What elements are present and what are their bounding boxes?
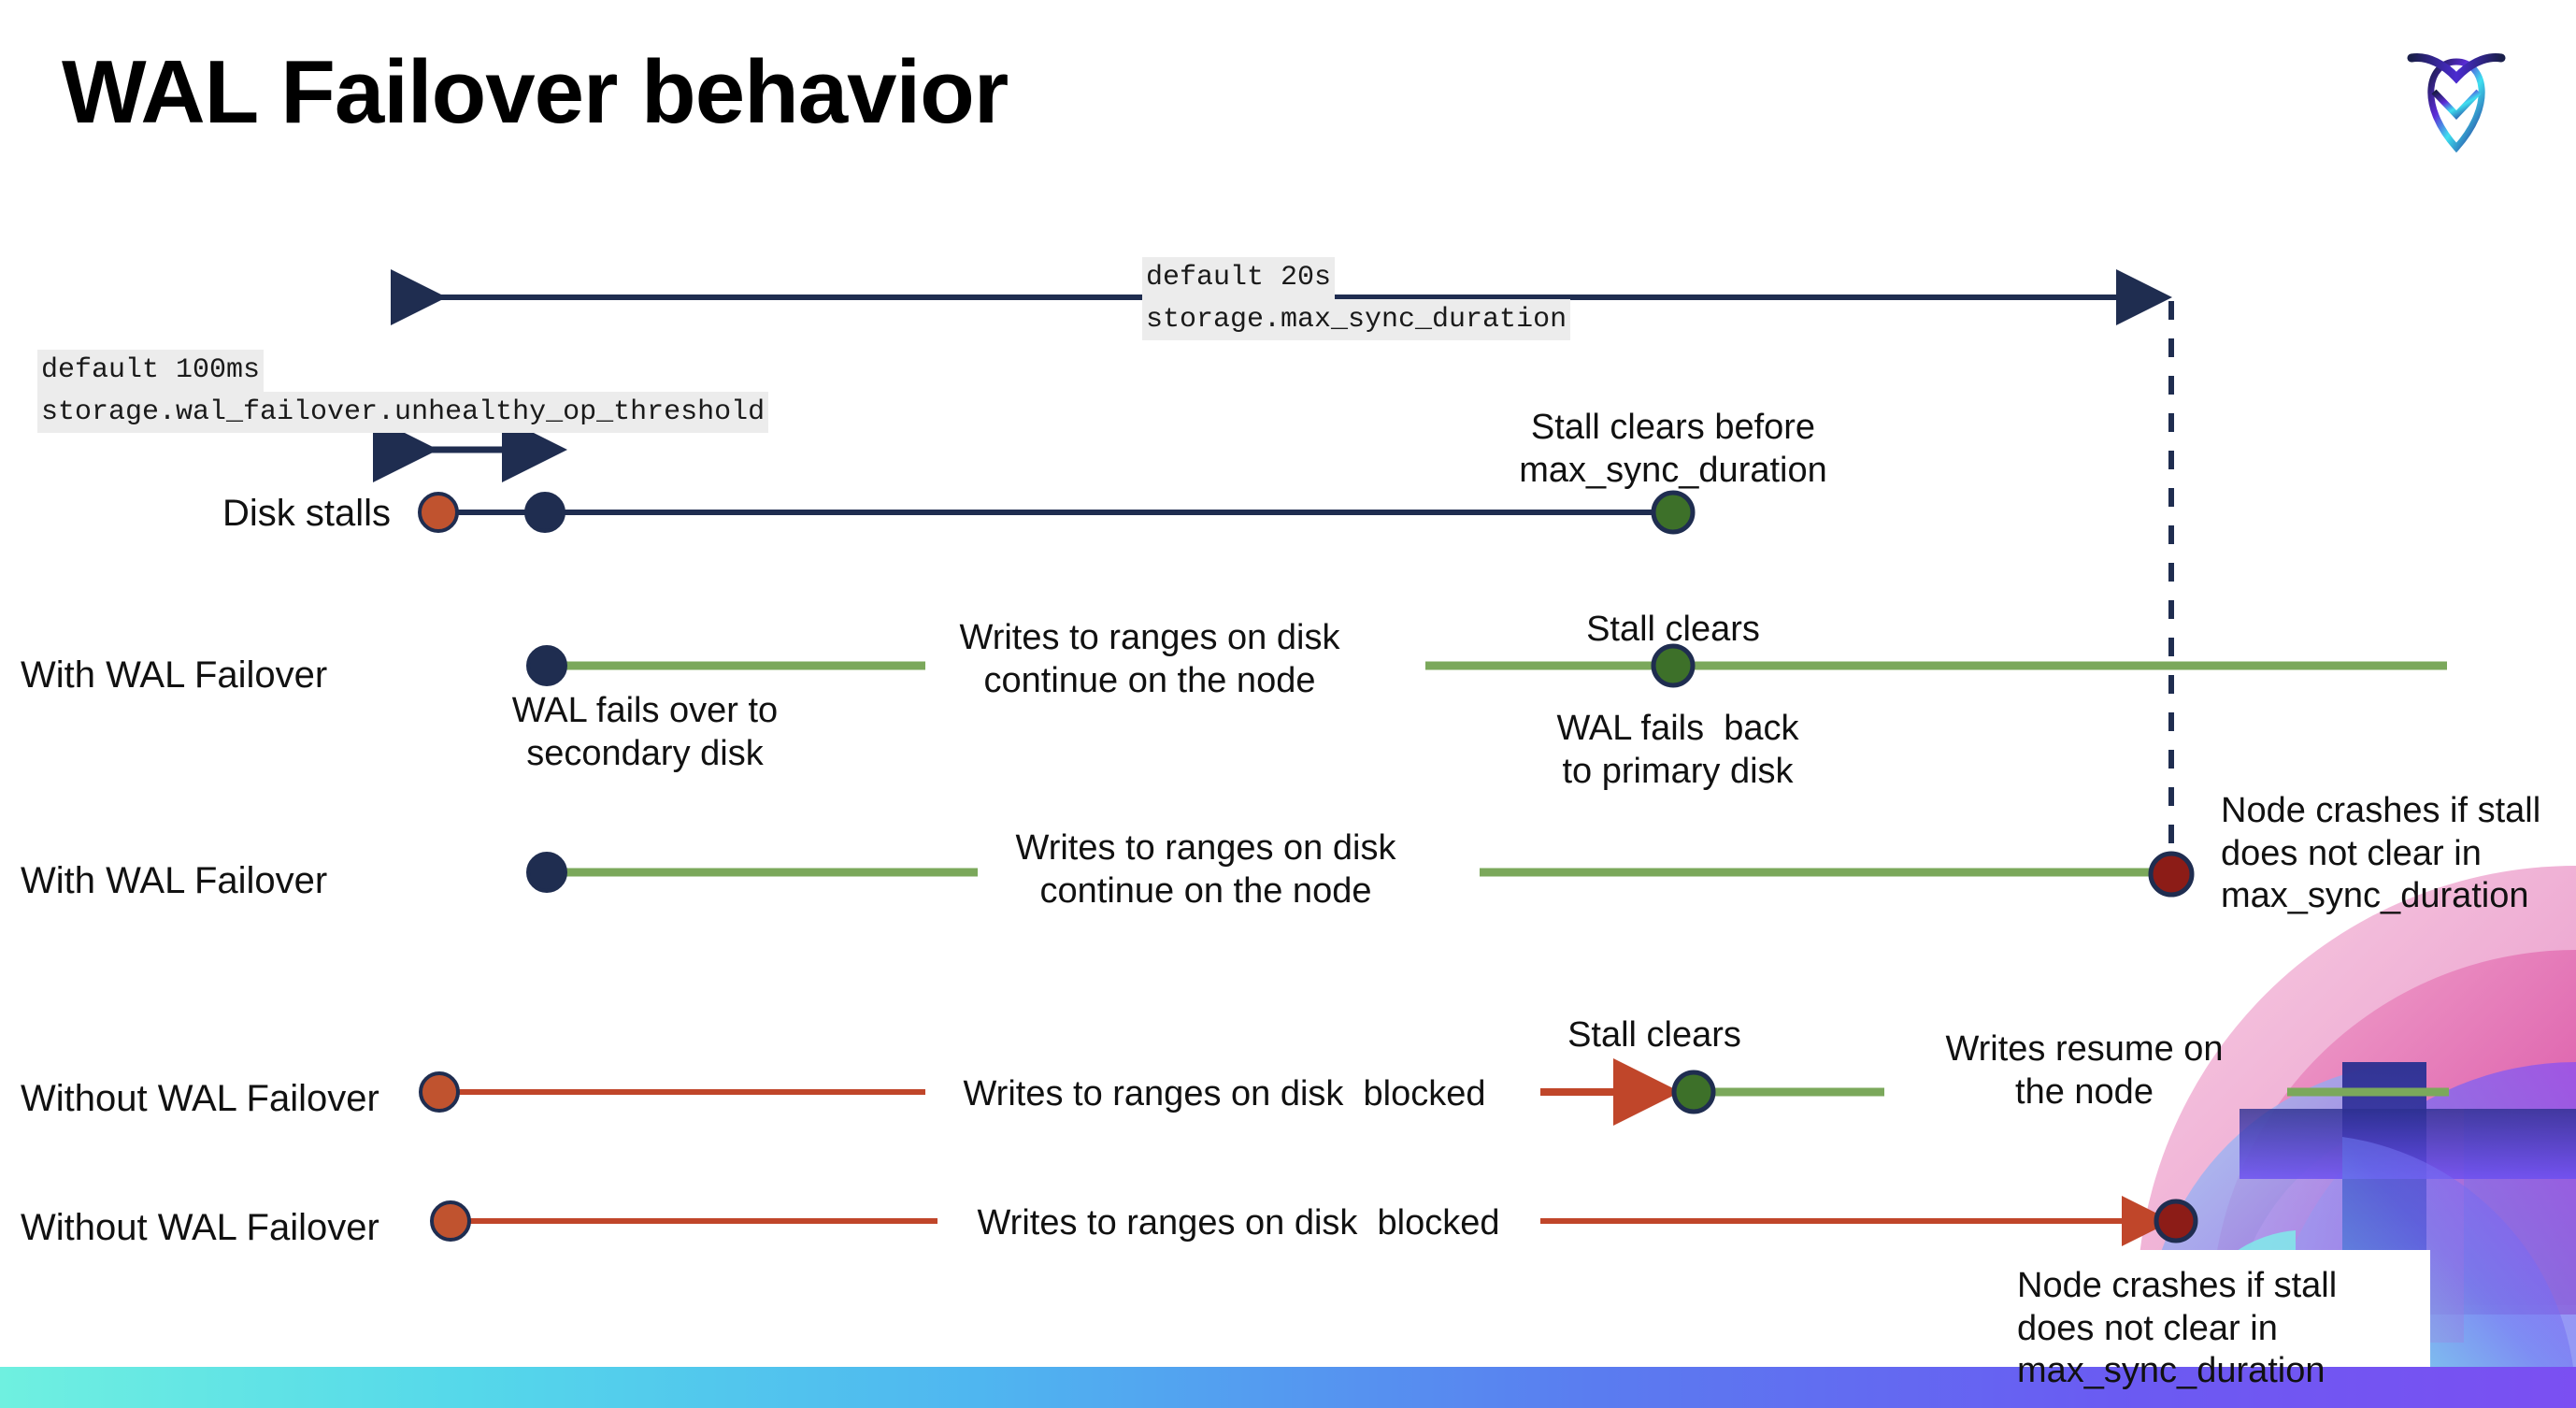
annotation-node-crashes-2: Node crashes if stall does not clear in … [2017, 1266, 2338, 1391]
marker-stall-start-3 [430, 1200, 471, 1242]
annotation-writes-resume: Writes resume on the node [1945, 1029, 2224, 1112]
annotation-writes-blocked-2: Writes to ranges on disk blocked [977, 1203, 1500, 1243]
row-label-without-wal-failover-2: Without WAL Failover [21, 1207, 379, 1248]
max-sync-default-label: default 20s [1142, 257, 1336, 299]
bottom-gradient-bar [0, 1367, 2576, 1408]
marker-wal-failover-start-2 [526, 852, 567, 893]
row-label-with-wal-failover-1: With WAL Failover [21, 654, 328, 696]
unhealthy-op-setting-name: storage.wal_failover.unhealthy_op_thresh… [37, 391, 769, 434]
unhealthy-op-threshold-annotation: default 100ms storage.wal_failover.unhea… [37, 350, 769, 434]
marker-stall-start [418, 492, 459, 533]
row-with-wal-failover-1-track [526, 643, 2447, 688]
row-label-disk-stalls: Disk stalls [222, 493, 392, 534]
annotation-stall-clears-1: Stall clears [1586, 610, 1760, 649]
row-without-wal-failover-2-track [430, 1196, 2198, 1246]
row-label-without-wal-failover-1: Without WAL Failover [21, 1078, 379, 1119]
annotation-stall-clears-2: Stall clears [1567, 1015, 1741, 1055]
unhealthy-op-default-label: default 100ms [37, 350, 265, 392]
annotation-node-crashes-1: Node crashes if stall does not clear in … [2221, 791, 2541, 916]
marker-stall-start-2 [419, 1071, 460, 1113]
marker-node-crash-2 [2154, 1199, 2198, 1243]
annotation-writes-continue-2: Writes to ranges on disk continue on the… [1015, 828, 1396, 911]
row-disk-stalls-track [418, 490, 1696, 535]
marker-failover-start [524, 492, 565, 533]
marker-stall-clears-green [1651, 490, 1696, 535]
max-sync-duration-annotation: default 20s storage.max_sync_duration [1142, 257, 1571, 341]
annotation-writes-blocked-1: Writes to ranges on disk blocked [963, 1074, 1486, 1113]
cockroachdb-logo-icon [2407, 53, 2506, 153]
max-sync-setting-name: storage.max_sync_duration [1142, 298, 1571, 341]
row-with-wal-failover-2-track [526, 851, 2195, 898]
annotation-stall-clears-before: Stall clears before max_sync_duration [1519, 408, 1827, 490]
marker-stall-clears-green-3 [1671, 1070, 1716, 1114]
marker-node-crash-1 [2148, 851, 2195, 898]
marker-wal-failover-start [526, 645, 567, 686]
marker-stall-clears-green-2 [1651, 643, 1696, 688]
row-without-wal-failover-1-track [419, 1058, 2449, 1126]
row-label-with-wal-failover-2: With WAL Failover [21, 860, 328, 901]
annotation-writes-continue-1: Writes to ranges on disk continue on the… [959, 618, 1340, 700]
annotation-wal-fails-over: WAL fails over to secondary disk [511, 691, 779, 773]
annotation-wal-fails-back: WAL fails back to primary disk [1556, 709, 1799, 791]
page-title: WAL Failover behavior [62, 42, 1009, 142]
